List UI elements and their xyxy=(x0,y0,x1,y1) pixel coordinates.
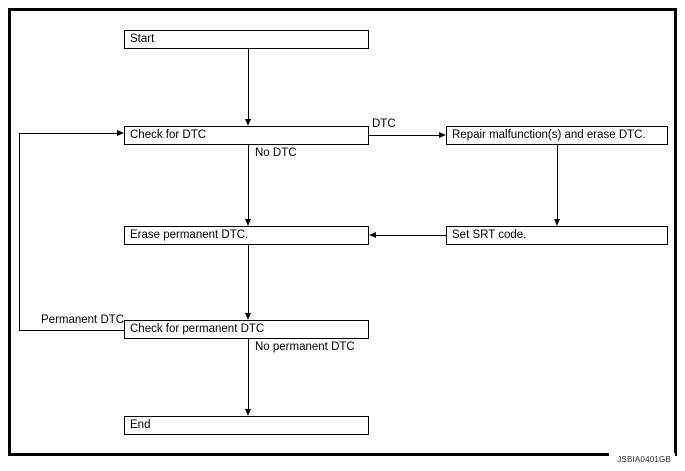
figure-code-watermark: JSBIA0401GB xyxy=(609,453,675,466)
node-end: End xyxy=(124,416,369,435)
connector-repair-to-set-srt xyxy=(557,145,558,219)
connector-erase-to-check-permanent xyxy=(248,245,249,313)
node-start: Start xyxy=(124,30,369,49)
connector-set-srt-to-erase xyxy=(376,235,446,236)
edge-label-no-dtc: No DTC xyxy=(255,147,297,159)
connector-check-dtc-to-repair xyxy=(369,135,439,136)
connector-feedback-top xyxy=(19,133,117,134)
arrowhead-check-permanent-to-end xyxy=(244,409,251,416)
connector-check-dtc-to-erase xyxy=(248,145,249,219)
node-check-for-dtc: Check for DTC xyxy=(124,126,369,145)
arrowhead-start-to-check-dtc xyxy=(244,119,251,126)
arrowhead-check-dtc-to-repair xyxy=(439,131,446,138)
connector-check-permanent-to-end xyxy=(248,339,249,409)
node-check-permanent-dtc: Check for permanent DTC xyxy=(124,320,369,339)
arrowhead-feedback-to-check-dtc xyxy=(117,129,124,136)
edge-label-permanent-dtc: Permanent DTC xyxy=(41,314,125,326)
arrowhead-set-srt-to-erase xyxy=(369,231,376,238)
connector-feedback-bottom xyxy=(19,330,125,331)
node-set-srt-code: Set SRT code. xyxy=(446,226,668,245)
figure-border xyxy=(8,8,677,456)
connector-start-to-check-dtc xyxy=(248,49,249,119)
edge-label-dtc: DTC xyxy=(372,118,396,130)
arrowhead-repair-to-set-srt xyxy=(553,219,560,226)
edge-label-no-permanent-dtc: No permanent DTC xyxy=(255,341,355,353)
node-erase-permanent-dtc: Erase permanent DTC. xyxy=(124,226,369,245)
connector-feedback-left xyxy=(19,133,20,331)
arrowhead-erase-to-check-permanent xyxy=(244,313,251,320)
node-repair-malfunctions: Repair malfunction(s) and erase DTC. xyxy=(446,126,668,145)
arrowhead-check-dtc-to-erase xyxy=(244,219,251,226)
